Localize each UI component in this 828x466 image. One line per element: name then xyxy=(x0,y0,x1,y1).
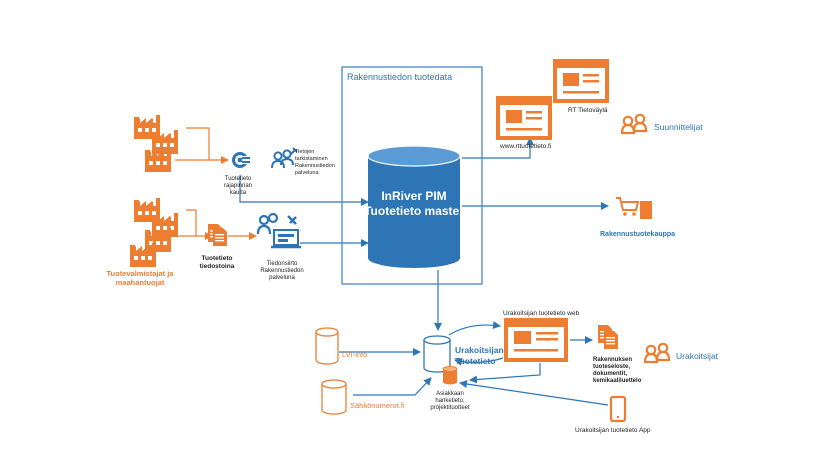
pim-db-title: InRiver PIM xyxy=(381,189,446,203)
connector-web-customer xyxy=(469,363,541,384)
www-window-icon xyxy=(496,96,552,140)
manufacturers-label: Tuotevalmistajat ja xyxy=(107,269,175,278)
sahkonumerot-label: Sähkönumerot.fi xyxy=(350,401,405,410)
customer-label-3: projektituotteet xyxy=(430,405,470,411)
documents-icon xyxy=(208,224,227,246)
contractor-web-window-icon xyxy=(504,318,568,362)
plug-icon xyxy=(232,152,250,168)
check-label-2: tarkistaminen xyxy=(295,156,328,162)
files-label-2: tiedostoina xyxy=(200,263,235,270)
connector-interface-pim xyxy=(239,175,369,206)
contractors-label: Urakoitsijat xyxy=(676,351,719,361)
docs-label-3: dokumentit, xyxy=(593,371,627,377)
contractor-db-label-2: Tuotetieto xyxy=(455,356,495,366)
contractor-database xyxy=(423,335,451,373)
connector-pim-web xyxy=(462,137,534,159)
docs-label-4: kemikaaliluettelo xyxy=(593,378,642,384)
lvi-info-database xyxy=(315,327,339,365)
transfer-label: Tiedonsiirto xyxy=(267,261,298,267)
shop-label: Rakennustuotekauppa xyxy=(600,231,675,238)
interface-label-3: kautta xyxy=(230,190,247,196)
docs-label-2: tuoteseloste, xyxy=(593,364,630,370)
designers-label: Suunnittelijat xyxy=(654,122,703,132)
pim-database xyxy=(367,145,461,268)
app-label: Urakoitsijan tuotetieto App xyxy=(575,427,651,434)
transfer-label-2: Rakennustiedon xyxy=(260,268,303,274)
www-label: www.rttuotetieto.fi xyxy=(499,143,551,150)
lvi-info-label: LVI-info xyxy=(342,350,367,359)
manufacturers-label-2: maahantuojat xyxy=(116,278,165,287)
designers-icon xyxy=(620,113,648,135)
connector-factories-interface xyxy=(186,127,229,164)
people-wrench-icon xyxy=(271,147,298,169)
transfer-label-3: palveluna xyxy=(269,275,295,281)
contractor-web-label: Urakoitsijan tuotetieto web xyxy=(503,310,580,317)
customer-label: Asiakkaan xyxy=(436,391,464,397)
contractors-icon xyxy=(643,342,671,364)
rt-tietovayla-window-icon xyxy=(553,59,609,103)
connector-web-contractor xyxy=(454,357,504,366)
check-label: Tietojen xyxy=(295,149,314,155)
connector-sahko-contractor xyxy=(353,377,432,396)
building-documents-icon xyxy=(598,325,618,349)
files-label: Tuotetieto xyxy=(202,255,233,262)
interface-label: Tuotetieto xyxy=(225,176,252,182)
factory-icon xyxy=(130,243,156,267)
customer-label-2: hanketieto, xyxy=(435,398,465,404)
factory-icon xyxy=(152,130,178,154)
connector-factories-files xyxy=(186,209,213,240)
sahkonumerot-database xyxy=(321,379,347,415)
check-label-3: Rakennustiedon xyxy=(295,163,335,169)
customer-database xyxy=(442,366,458,385)
shopping-cart-icon xyxy=(616,197,652,219)
interface-label-2: rajapinnan xyxy=(224,183,252,189)
connector-app-contractor xyxy=(459,380,609,406)
mobile-app-icon xyxy=(609,395,627,423)
connector-contractor-web xyxy=(448,321,501,336)
pim-frame-title: Rakennustiedon tuotedata xyxy=(347,72,452,82)
pim-frame xyxy=(341,66,483,285)
contractor-db-label: Urakoitsijan xyxy=(455,345,504,355)
docs-label: Rakennuksen xyxy=(593,357,632,363)
pim-db-subtitle: Tuotetieto master xyxy=(364,204,464,218)
people-laptop-icon xyxy=(256,212,301,249)
check-label-4: palveluna xyxy=(295,170,319,176)
rt-tietovayla-label: RT Tietoväylä xyxy=(568,107,608,114)
